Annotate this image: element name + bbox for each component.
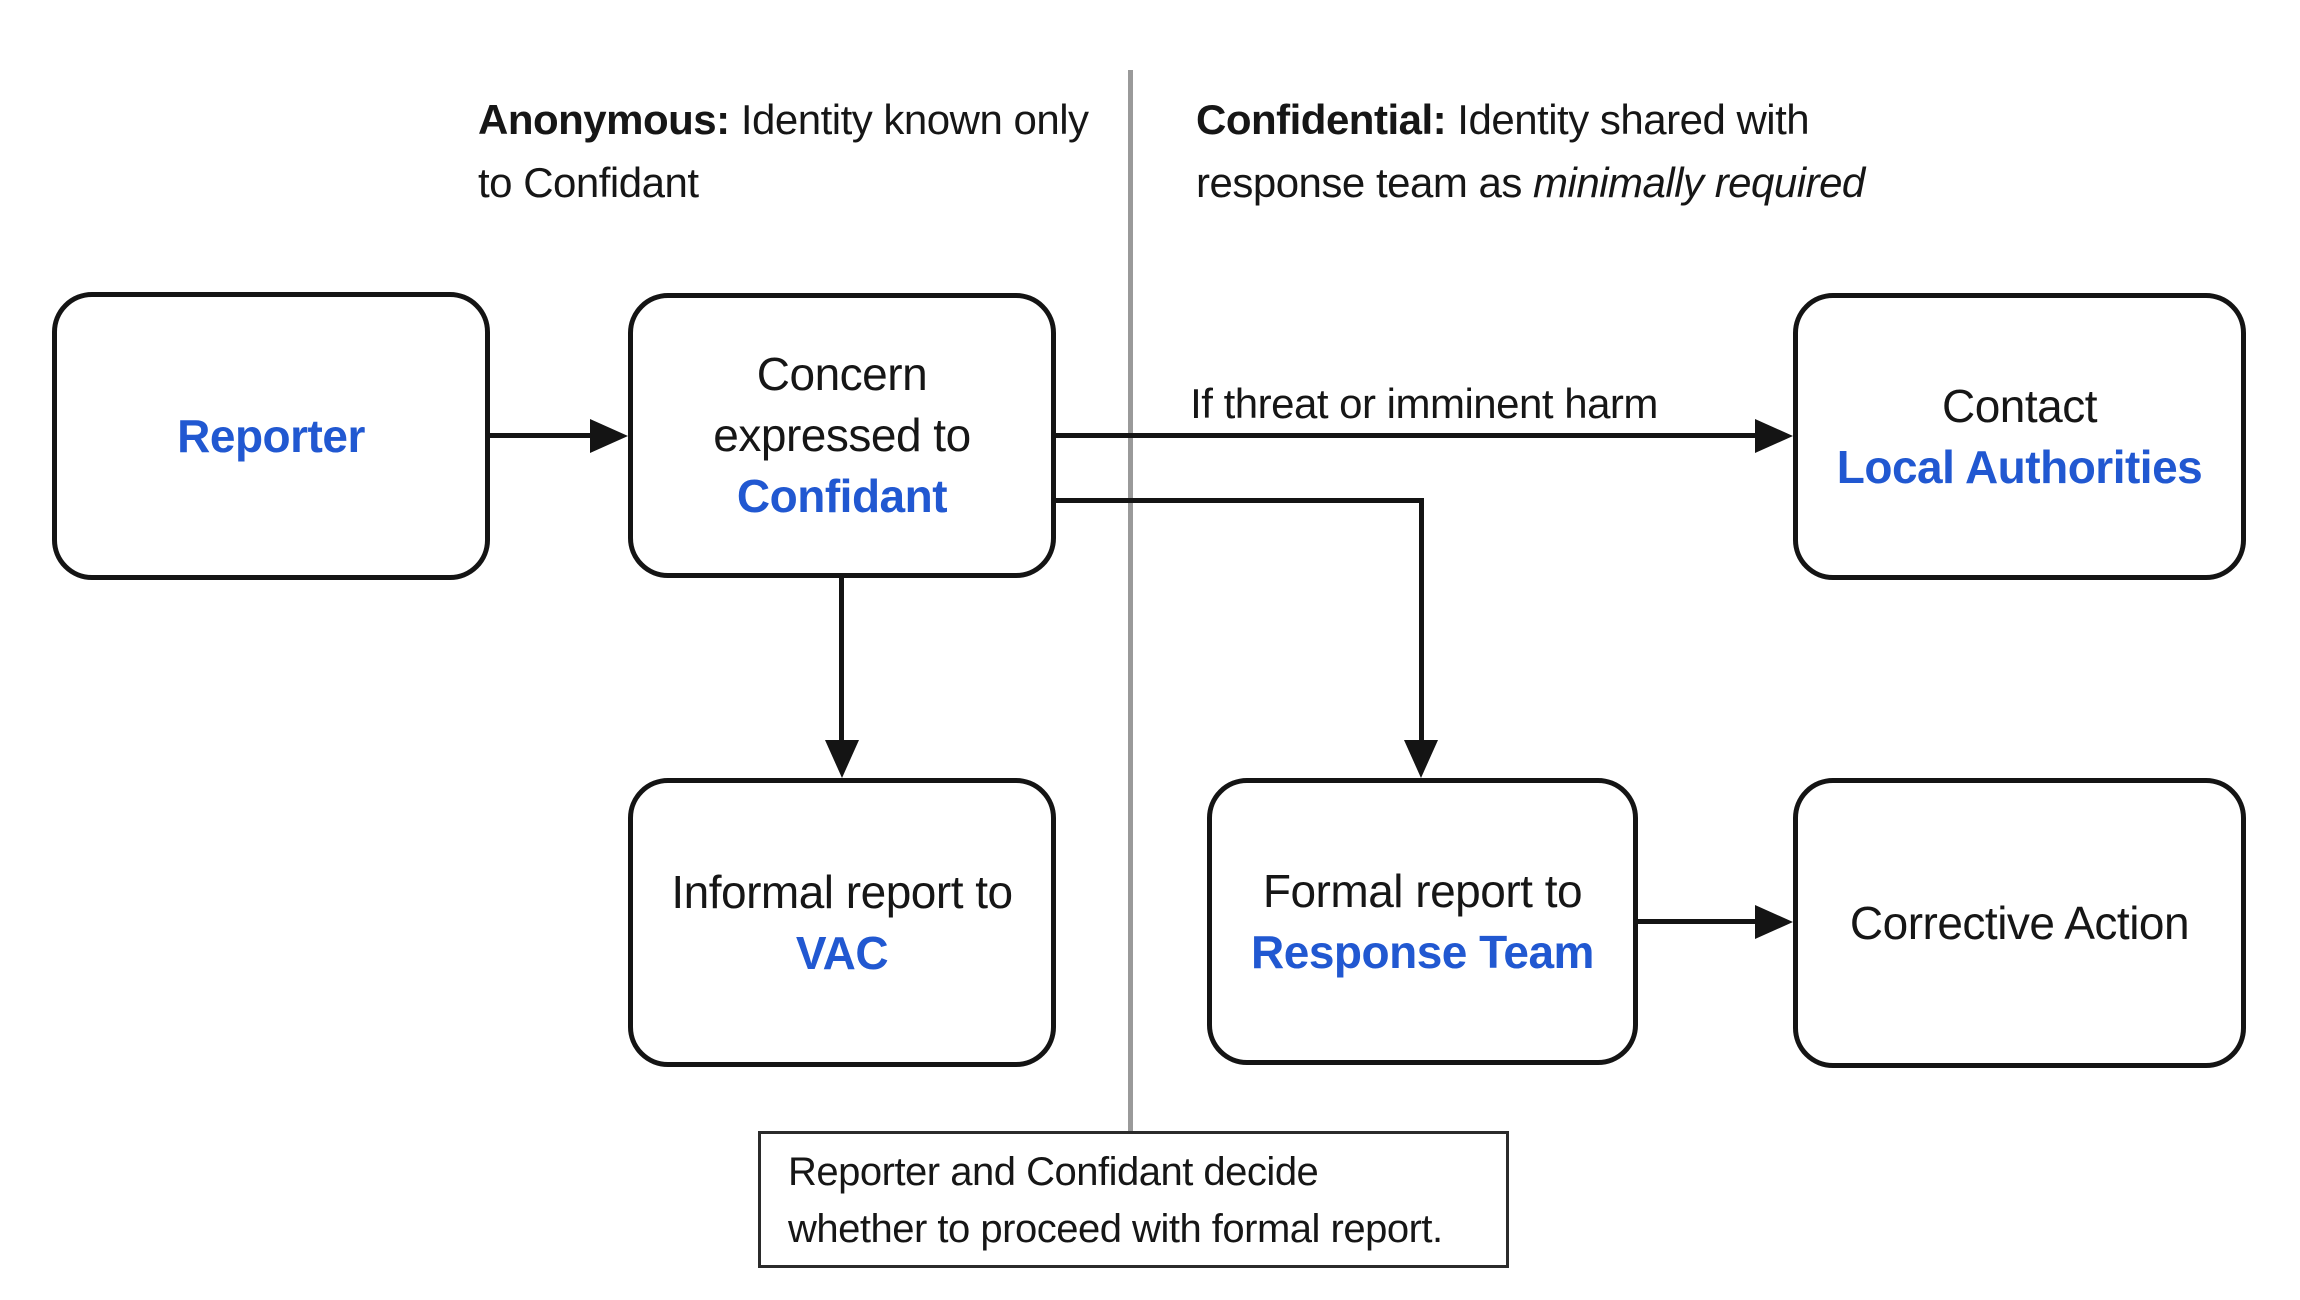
anonymous-header: Anonymous: Identity known only to Confid… [478, 88, 1138, 214]
node-formal-report-response-team-line1: Formal report to [1262, 864, 1583, 917]
node-corrective-action: Corrective Action [1793, 778, 2246, 1068]
node-informal-report-vac-emphasis: VAC [795, 926, 889, 979]
confidential-header-line2-pre: response team as [1196, 159, 1534, 206]
confidential-header-line2-italic: minimally required [1533, 159, 1865, 206]
confidential-header-rest: Identity shared with [1446, 96, 1810, 143]
node-reporter-emphasis: Reporter [177, 409, 365, 462]
node-concern-line2: expressed to [713, 409, 971, 461]
confidential-header: Confidential: Identity shared with respo… [1196, 88, 1916, 214]
node-corrective-action-line1: Corrective Action [1849, 896, 2190, 949]
confidential-header-term: Confidential: [1196, 96, 1447, 143]
anonymous-header-line1: Anonymous: Identity known only [478, 88, 1138, 151]
node-concern-line1: Concern [756, 348, 928, 400]
anonymous-header-rest: Identity known only [729, 96, 1089, 143]
arrow-formal-to-corrective-arrowhead [1755, 905, 1793, 939]
node-reporter-label: Reporter [177, 406, 365, 467]
arrow-reporter-to-concern-arrowhead [590, 419, 628, 453]
decision-note-line2: whether to proceed with formal report. [788, 1207, 1443, 1251]
confidential-header-line2: response team as minimally required [1196, 151, 1916, 214]
node-concern-emphasis: Confidant [736, 470, 948, 522]
node-concern-label: Concern expressed to Confidant [713, 344, 971, 527]
node-contact-authorities: Contact Local Authorities [1793, 293, 2246, 580]
anonymous-header-term: Anonymous: [478, 96, 730, 143]
confidential-header-line1: Confidential: Identity shared with [1196, 88, 1916, 151]
decision-note-line1: Reporter and Confidant decide [788, 1150, 1319, 1194]
arrow-reporter-to-concern-line [490, 433, 590, 438]
decision-note: Reporter and Confidant decide whether to… [758, 1131, 1509, 1268]
zone-divider [1128, 70, 1133, 1131]
threat-edge-label: If threat or imminent harm [1190, 380, 1658, 427]
node-reporter: Reporter [52, 292, 490, 580]
node-contact-authorities-emphasis: Local Authorities [1836, 440, 2203, 493]
node-formal-report-response-team-emphasis: Response Team [1251, 925, 1594, 978]
node-formal-report-response-team: Formal report to Response Team [1207, 778, 1638, 1065]
arrow-formal-to-corrective-line [1638, 919, 1755, 924]
arrow-concern-to-formal-vline [1419, 498, 1424, 740]
arrow-concern-to-vac-line [839, 578, 844, 740]
node-corrective-action-label: Corrective Action [1849, 893, 2190, 954]
node-formal-report-response-team-label: Formal report to Response Team [1251, 861, 1594, 983]
node-contact-authorities-line1: Contact [1941, 379, 2098, 432]
node-informal-report-vac-line1: Informal report to [671, 865, 1013, 918]
arrow-concern-to-vac-arrowhead [825, 740, 859, 778]
arrow-concern-to-formal-arrowhead [1404, 740, 1438, 778]
anonymous-header-line2: to Confidant [478, 159, 699, 206]
node-informal-report-vac-label: Informal report to VAC [671, 862, 1013, 984]
node-contact-authorities-label: Contact Local Authorities [1837, 376, 2203, 498]
node-informal-report-vac: Informal report to VAC [628, 778, 1056, 1067]
node-concern: Concern expressed to Confidant [628, 293, 1056, 578]
arrow-concern-to-formal-hline [1056, 498, 1424, 503]
arrow-concern-to-authorities-line [1056, 433, 1755, 438]
arrow-concern-to-authorities-arrowhead [1755, 419, 1793, 453]
